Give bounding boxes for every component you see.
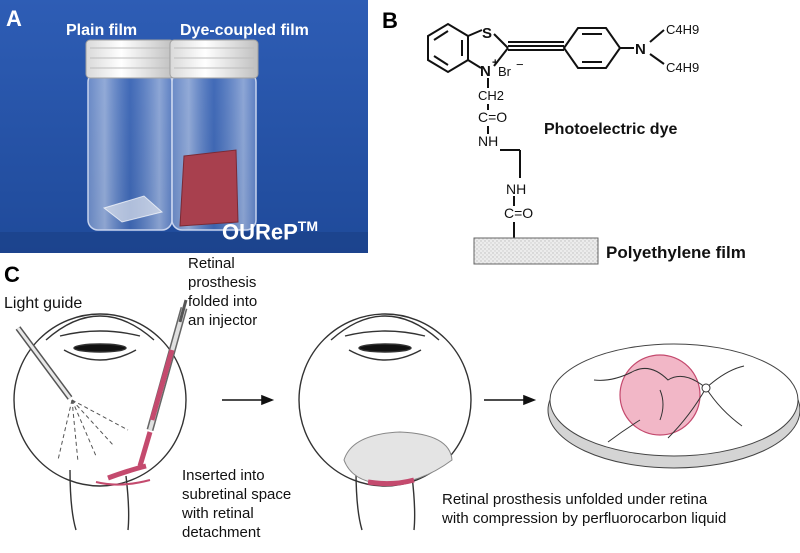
ch2-group: CH2	[478, 88, 504, 103]
folded-line-1: Retinal	[188, 255, 235, 272]
inserted-line-3: with retinal	[182, 505, 254, 522]
prosthesis-inserted	[107, 463, 147, 481]
minus-sign: −	[516, 57, 524, 72]
inserted-line-1: Inserted into	[182, 467, 265, 484]
folded-line-2: prosthesis	[188, 274, 257, 291]
folded-prosthesis-label: Retinal prosthesis folded into an inject…	[188, 254, 257, 330]
dye-film-vial	[169, 39, 259, 231]
unfolded-line-2: with compression by perfluorocarbon liqu…	[442, 510, 727, 527]
eye-step-1	[13, 313, 187, 531]
plain-film-vial	[85, 39, 175, 231]
panel-letter-c: C	[4, 262, 20, 287]
procedure-illustration	[13, 299, 800, 531]
butyl-top: C4H9	[666, 22, 699, 37]
photoelectric-dye-label: Photoelectric dye	[544, 121, 677, 138]
unfolded-label: Retinal prosthesis unfolded under retina…	[442, 490, 726, 528]
perfluorocarbon-liquid	[343, 431, 453, 485]
folded-line-4: an injector	[188, 312, 258, 329]
atom-n-plus: N	[480, 63, 491, 80]
plus-sign: +	[492, 57, 498, 69]
inserted-line-4: detachment	[182, 524, 261, 541]
amide-nh-1: NH	[478, 133, 498, 149]
carbonyl-2: C=O	[504, 205, 533, 221]
light-guide-label: Light guide	[4, 295, 83, 312]
light-guide-instrument	[15, 326, 129, 463]
injector-instrument	[137, 299, 188, 467]
vials-photo	[0, 0, 368, 253]
panel-letter-b: B	[382, 8, 398, 33]
step-arrows	[222, 394, 537, 406]
amide-nh-2: NH	[506, 181, 526, 197]
inserted-line-2: subretinal space	[182, 486, 292, 503]
prosthesis-unfolded	[367, 477, 415, 487]
folded-line-3: folded into	[188, 293, 258, 310]
unfolded-line-1: Retinal prosthesis unfolded under retina	[442, 491, 708, 508]
carbonyl-1: C=O	[478, 109, 507, 125]
dye-film-label: Dye-coupled film	[180, 22, 309, 39]
atom-s: S	[482, 25, 492, 42]
bromide: Br	[498, 64, 512, 79]
photo-panel-a: A Plain film Dye-coupled film OURePTM	[0, 0, 368, 253]
atom-n: N	[635, 41, 646, 58]
retina-view	[547, 343, 800, 469]
butyl-bottom: C4H9	[666, 60, 699, 75]
polyethylene-film-label: Polyethylene film	[606, 243, 746, 262]
brand-label: OURePTM	[222, 218, 319, 245]
panel-letter-a: A	[6, 6, 22, 31]
inserted-label: Inserted into subretinal space with reti…	[182, 466, 291, 542]
dye-structure: S N + Br − N C4H9 C4H9 CH2 C=O NH NH C=O…	[427, 22, 746, 265]
plain-film-label: Plain film	[66, 22, 138, 39]
detached-retina	[95, 479, 151, 486]
polyethylene-film-block	[473, 237, 599, 265]
